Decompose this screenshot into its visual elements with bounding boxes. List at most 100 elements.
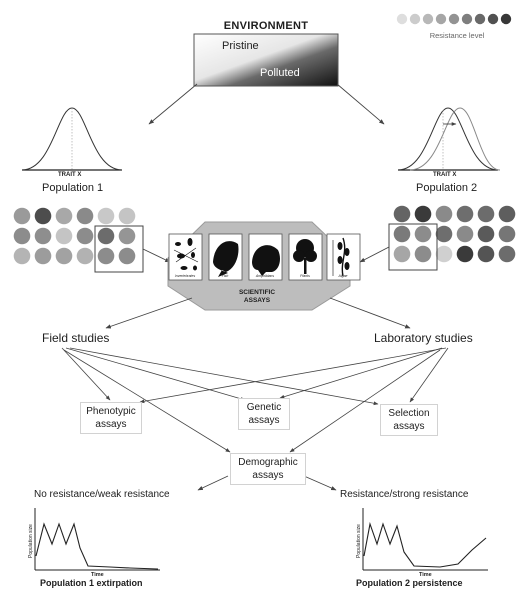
polluted-label: Polluted bbox=[260, 67, 300, 79]
individual-circle bbox=[97, 207, 115, 225]
selection-assays-box: Selection assays bbox=[380, 404, 438, 436]
weak-resistance-heading: No resistance/weak resistance bbox=[34, 489, 170, 500]
individual-circle bbox=[414, 225, 432, 243]
invertebrates-caption: Invertebrates bbox=[174, 274, 196, 278]
individual-circle bbox=[477, 245, 495, 263]
resistance-level-dot bbox=[409, 13, 421, 25]
fish-caption: Fish bbox=[221, 274, 229, 278]
individual-circle bbox=[13, 227, 31, 245]
pop1-individuals-grid bbox=[13, 207, 136, 265]
laboratory-studies-label: Laboratory studies bbox=[374, 331, 473, 345]
genetic-assays-label: Genetic assays bbox=[246, 402, 282, 426]
resistance-level-dot bbox=[487, 13, 499, 25]
resistance-level-dot bbox=[461, 13, 473, 25]
phenotypic-assays-box: Phenotypic assays bbox=[80, 402, 142, 434]
pop2-population-plot bbox=[362, 508, 488, 571]
demographic-assays-label: Demographic assays bbox=[238, 457, 298, 481]
individual-circle bbox=[13, 207, 31, 225]
resistance-level-dot bbox=[448, 13, 460, 25]
individual-circle bbox=[414, 245, 432, 263]
individual-circle bbox=[393, 225, 411, 243]
individual-circle bbox=[55, 247, 73, 265]
individual-circle bbox=[414, 205, 432, 223]
selection-assays-label: Selection assays bbox=[388, 408, 430, 432]
pop1-population-plot bbox=[34, 508, 160, 571]
arrow-assays-to-field bbox=[105, 297, 193, 329]
resistance-level-label: Resistance level bbox=[429, 31, 485, 40]
individual-circle bbox=[477, 225, 495, 243]
resistance-level-dot bbox=[422, 13, 434, 25]
algae-caption: Algae bbox=[338, 274, 348, 278]
individual-circle bbox=[456, 245, 474, 263]
arrow-demographic-to-strong bbox=[303, 475, 337, 491]
individual-circle bbox=[393, 205, 411, 223]
arrow-env-to-pop1 bbox=[148, 83, 198, 125]
strong-resistance-heading: Resistance/strong resistance bbox=[340, 489, 469, 500]
individual-circle bbox=[55, 227, 73, 245]
plants-caption: Plants bbox=[300, 274, 310, 278]
field-studies-label: Field studies bbox=[42, 331, 110, 345]
individual-circle bbox=[477, 205, 495, 223]
phenotypic-assays-label: Phenotypic assays bbox=[86, 406, 136, 430]
arrow-env-to-pop2 bbox=[336, 83, 385, 125]
arrow-assays-to-lab bbox=[329, 297, 411, 329]
individual-circle bbox=[76, 247, 94, 265]
pop1-trait-distribution bbox=[21, 107, 123, 171]
individual-circle bbox=[393, 245, 411, 263]
individual-circle bbox=[118, 227, 136, 245]
organism-cards bbox=[168, 233, 361, 281]
pop2-trait-distribution bbox=[397, 107, 501, 171]
resistance-level-dot bbox=[435, 13, 447, 25]
individual-circle bbox=[498, 205, 516, 223]
individual-circle bbox=[435, 205, 453, 223]
pop2-x-axis-label: Time bbox=[419, 572, 432, 578]
resistance-level-dot bbox=[474, 13, 486, 25]
individual-circle bbox=[435, 245, 453, 263]
pop1-trait-label: TRAIT X bbox=[58, 172, 82, 178]
amphibians-caption: Amphibians bbox=[255, 274, 275, 278]
frog-icon bbox=[252, 245, 280, 276]
individual-circle bbox=[34, 207, 52, 225]
scientific-assays-label: SCIENTIFIC ASSAYS bbox=[238, 289, 276, 304]
arrow-pop1-sample-to-assays bbox=[142, 248, 171, 263]
tree-icon bbox=[293, 239, 317, 274]
algae-icon bbox=[332, 237, 350, 277]
pop1-x-axis-label: Time bbox=[91, 572, 104, 578]
individual-circle bbox=[34, 227, 52, 245]
individual-circle bbox=[435, 225, 453, 243]
pristine-label: Pristine bbox=[222, 40, 259, 52]
study-to-assay-links bbox=[61, 347, 449, 453]
individual-circle bbox=[97, 227, 115, 245]
pop1-y-axis-label: Population size bbox=[28, 524, 34, 558]
invertebrates-card bbox=[168, 233, 203, 281]
pop2-trait-label: TRAIT X bbox=[433, 172, 457, 178]
pop2-outcome-caption: Population 2 persistence bbox=[356, 578, 463, 588]
individual-circle bbox=[34, 247, 52, 265]
individual-circle bbox=[498, 245, 516, 263]
resistance-level-dot bbox=[500, 13, 512, 25]
pop2-individuals-grid bbox=[393, 205, 516, 263]
individual-circle bbox=[456, 225, 474, 243]
individual-circle bbox=[55, 207, 73, 225]
genetic-assays-box: Genetic assays bbox=[238, 398, 290, 430]
arrow-demographic-to-weak bbox=[197, 475, 229, 491]
environment-title: ENVIRONMENT bbox=[223, 20, 309, 32]
pop1-name: Population 1 bbox=[42, 182, 104, 194]
insects-icon bbox=[173, 238, 199, 271]
individual-circle bbox=[76, 227, 94, 245]
individual-circle bbox=[13, 247, 31, 265]
fish-icon bbox=[213, 241, 239, 277]
demographic-assays-box: Demographic assays bbox=[230, 453, 306, 485]
individual-circle bbox=[97, 247, 115, 265]
pop1-outcome-caption: Population 1 extirpation bbox=[40, 578, 143, 588]
resistance-level-legend bbox=[396, 13, 512, 25]
pop2-y-axis-label: Population size bbox=[356, 524, 362, 558]
individual-circle bbox=[118, 207, 136, 225]
individual-circle bbox=[118, 247, 136, 265]
resistance-level-dot bbox=[396, 13, 408, 25]
pop2-name: Population 2 bbox=[416, 182, 478, 194]
individual-circle bbox=[498, 225, 516, 243]
arrow-pop2-sample-to-assays bbox=[359, 246, 390, 263]
